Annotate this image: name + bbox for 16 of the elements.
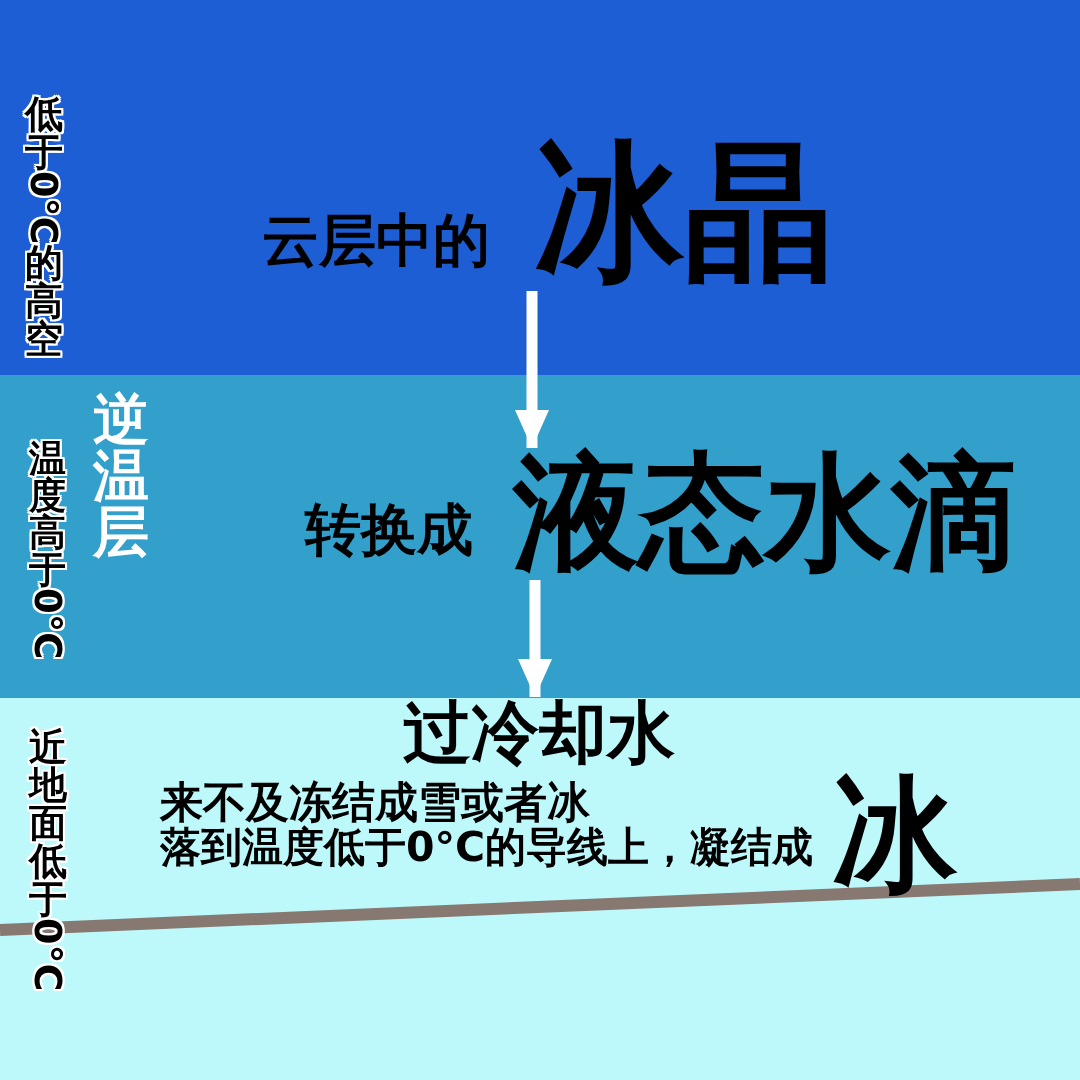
description-text: 落到温度低于0°C的导线上，凝结成 xyxy=(160,827,814,868)
state-heading: 过冷却水 xyxy=(403,699,675,767)
state-heading: 冰晶 xyxy=(534,137,834,287)
layer-title: 逆温层 xyxy=(92,392,151,560)
prefix-text: 转换成 xyxy=(305,502,473,558)
result-heading: 冰 xyxy=(832,772,957,897)
description-text: 来不及冻结成雪或者冰 xyxy=(160,781,590,824)
side-label: 近地面低于0°C xyxy=(28,728,68,991)
arrow xyxy=(515,291,549,448)
side-label: 低于0°C的高空 xyxy=(24,95,64,358)
side-label: 温度高于0°C xyxy=(28,440,67,659)
prefix-text: 云层中的 xyxy=(262,212,490,269)
inversion-layer-band xyxy=(0,375,1080,698)
arrow xyxy=(518,580,552,697)
upper-air-band xyxy=(0,0,1080,375)
surface-air-band xyxy=(0,698,1080,1080)
